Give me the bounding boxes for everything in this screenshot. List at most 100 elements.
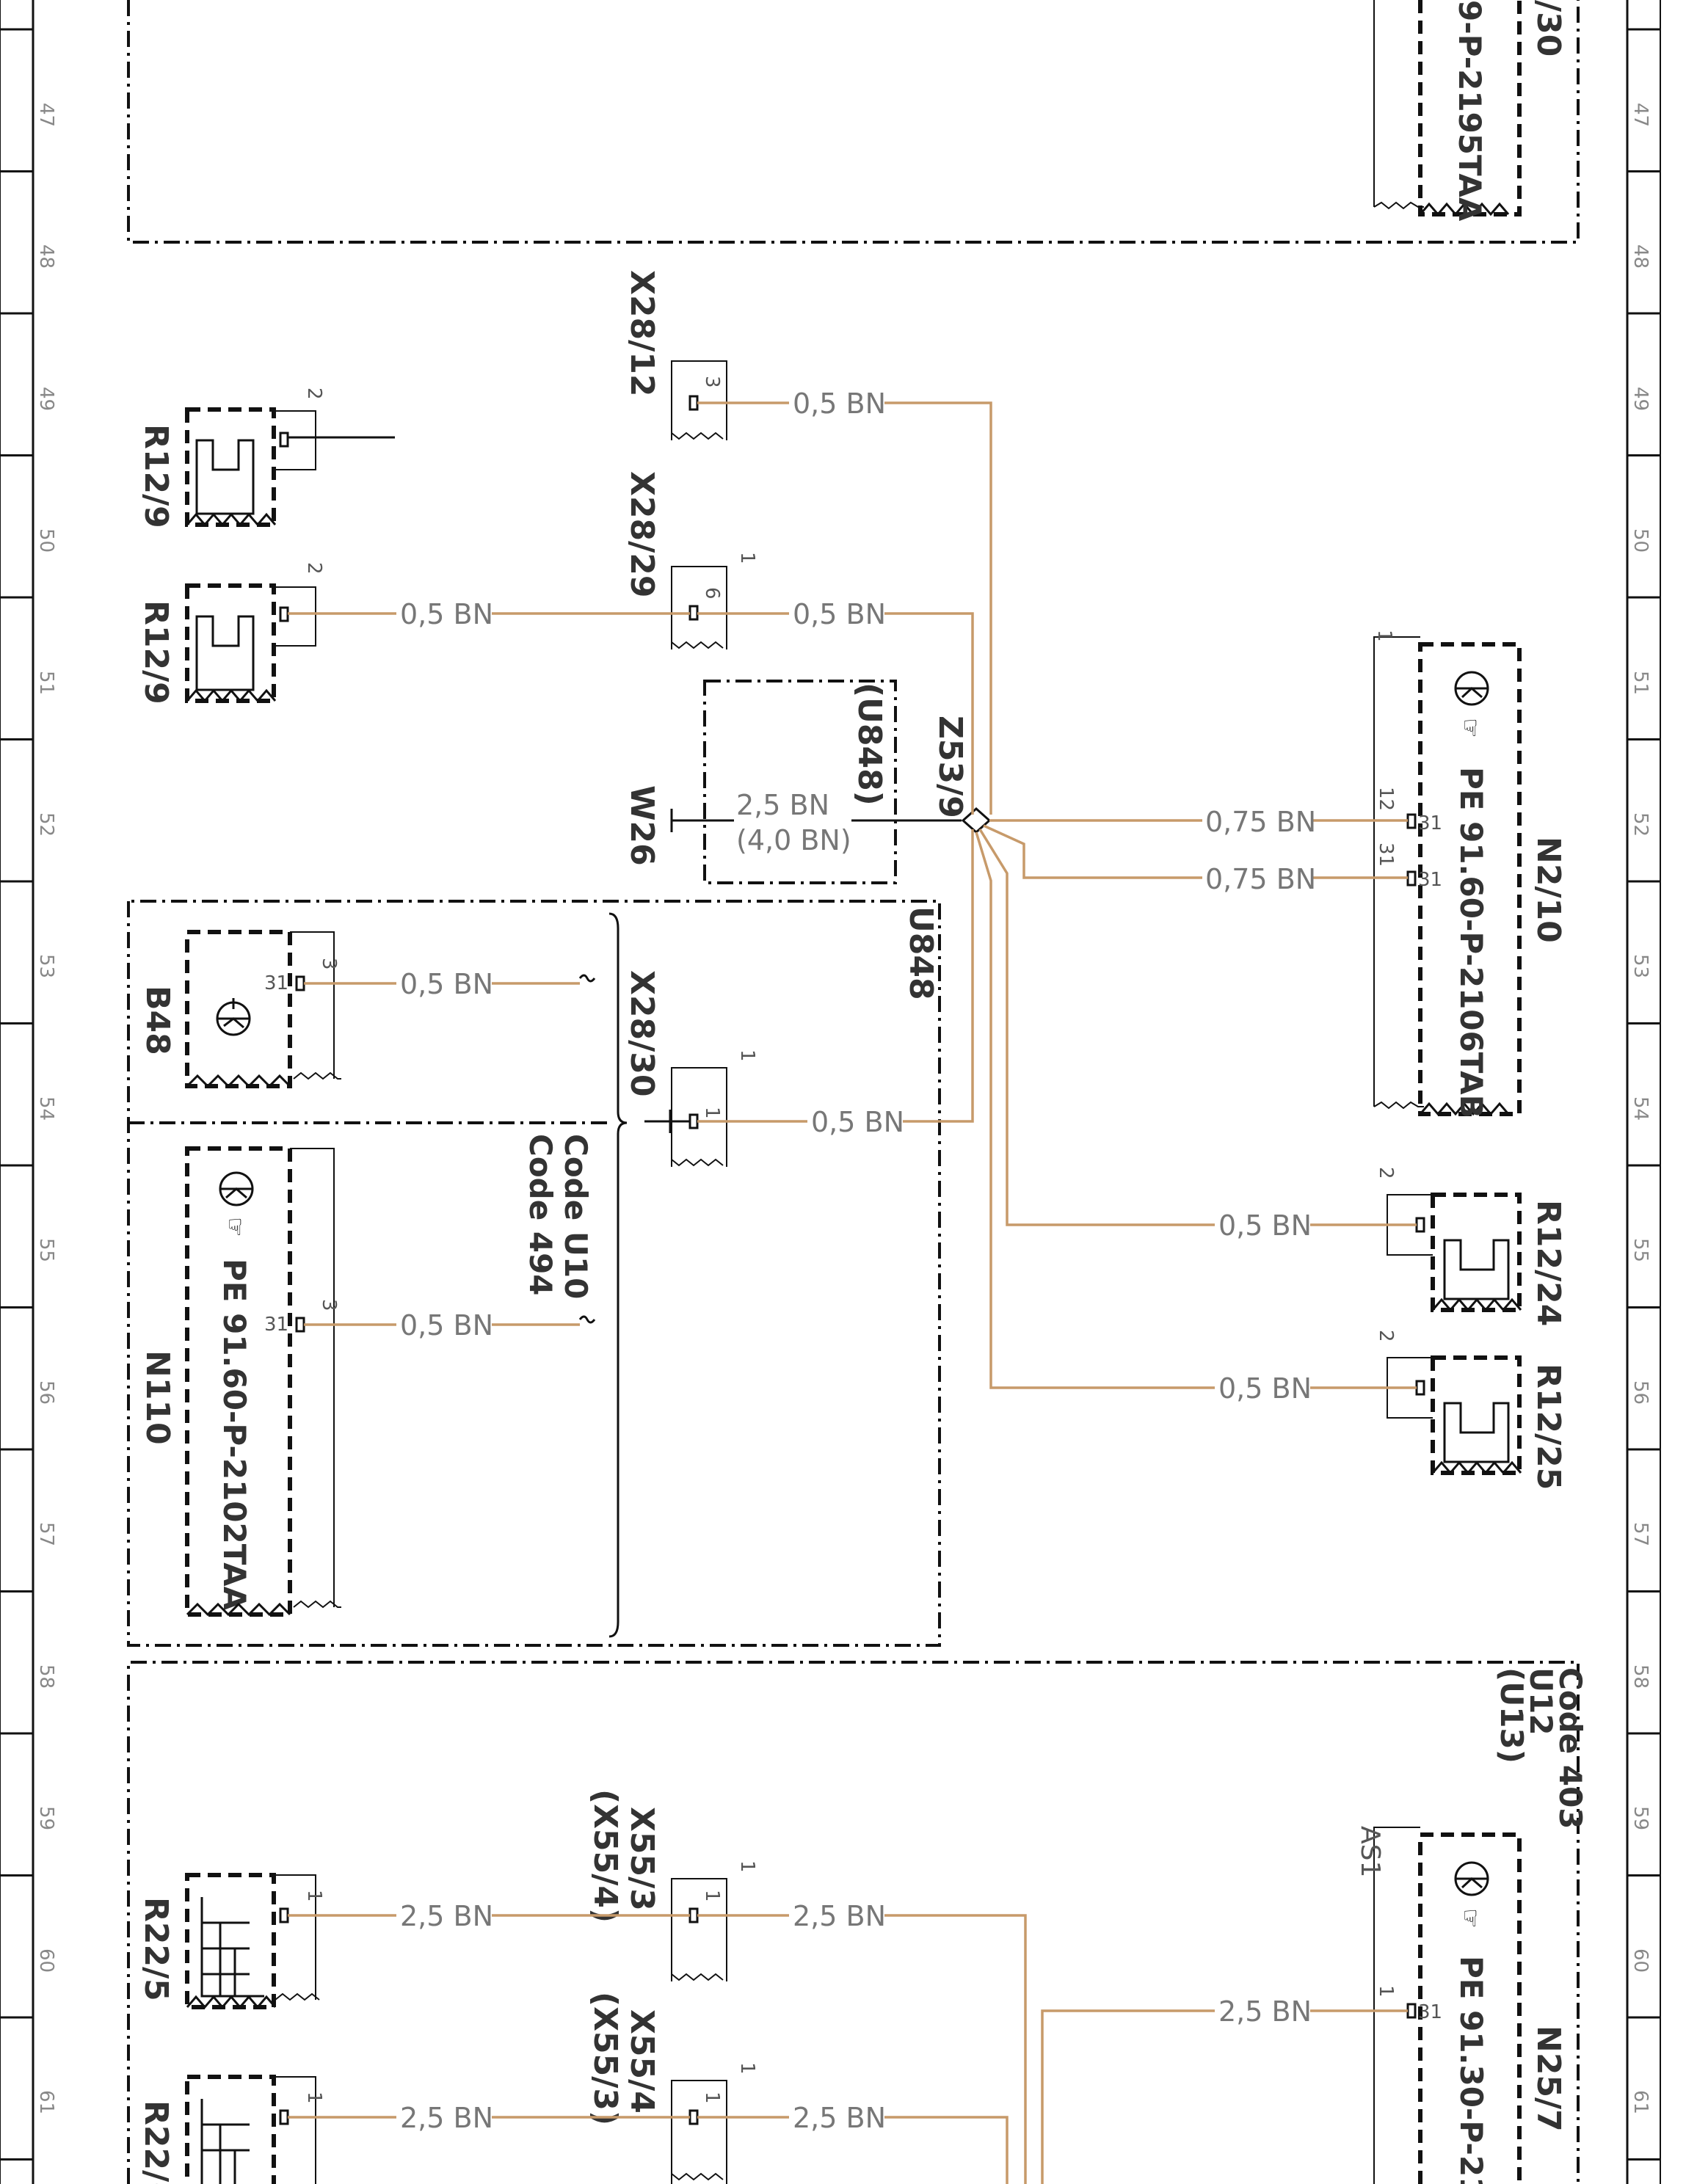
pin-label: 31	[264, 972, 288, 994]
component-label-x28-30: X28/30	[623, 970, 661, 1096]
pin-label: 1	[701, 2092, 723, 2104]
component-label-x28-29: X28/29	[623, 471, 661, 597]
connector-x28-29: 6 1 X28/29	[623, 471, 758, 649]
ruler-num: 57	[1629, 1522, 1651, 1546]
component-b48: 3 31 B48	[139, 930, 341, 1088]
wire-label: 0,5 BN	[1218, 1372, 1312, 1405]
component-n2-10: ☞ PE 91.60-P-2106TAB 1 12 31 31 31 N2/10	[1373, 630, 1567, 1118]
wire-label: 0,5 BN	[793, 387, 886, 420]
ruler-num: 58	[1629, 1664, 1651, 1689]
component-label-r22-5: R22/5	[137, 1897, 175, 2001]
pin-label: 1	[303, 1890, 325, 1902]
code-403: Code 403	[1552, 1667, 1588, 1830]
code-494: Code 494	[523, 1134, 559, 1296]
wire-label: 0,5 BN	[1218, 1209, 1312, 1242]
ruler-num: 56	[35, 1380, 57, 1405]
ruler-num: 49	[35, 387, 57, 411]
wire-label: 2,5 BN	[400, 2102, 493, 2134]
ruler-num: 47	[1629, 103, 1651, 127]
wire-label: 0,5 BN	[400, 968, 493, 1000]
wire-label: (4,0 BN)	[736, 824, 851, 856]
ruler-num: 52	[1629, 812, 1651, 837]
component-label-r12-24: R12/24	[1530, 1200, 1567, 1326]
ruler-num: 55	[1629, 1238, 1651, 1262]
pin-label: 3	[318, 958, 340, 970]
component-label-x55-3-alt: (X55/4)	[586, 1789, 624, 1923]
connector-x28-12: 3 X28/12	[623, 270, 727, 440]
pin-label: 2	[303, 387, 325, 400]
ruler-num: 55	[35, 1238, 57, 1262]
code-u10: Code U10	[558, 1134, 594, 1299]
wire-label: 0,5 BN	[793, 598, 886, 630]
pin-label: 1	[736, 1049, 758, 1062]
splice-z53-9: Z53/9	[931, 716, 992, 834]
pin-label: 2	[1375, 1167, 1397, 1179]
ruler-num: 57	[35, 1522, 57, 1546]
connector-x55-3: 1 1 X55/3 (X55/4)	[586, 1789, 758, 1981]
hand-icon: ☞	[220, 1217, 250, 1237]
component-label-n110: N110	[139, 1350, 176, 1445]
wire-label: 0,75 BN	[1205, 806, 1316, 838]
wire-label: 0,75 BN	[1205, 863, 1316, 895]
component-label-x28-12: X28/12	[623, 270, 661, 396]
ruler-num: 51	[35, 671, 57, 695]
pin-label: 31	[1375, 842, 1397, 867]
ruler-num: 58	[35, 1664, 57, 1689]
ruler-num: 53	[1629, 954, 1651, 978]
pin-label: 2	[1375, 1330, 1397, 1342]
pin-label: 1	[736, 552, 758, 564]
ruler-num: 51	[1629, 671, 1651, 695]
pin-label: 1	[736, 2062, 758, 2075]
pin-label: 12	[1375, 787, 1397, 811]
component-r12-25: 2 R12/25	[1375, 1330, 1567, 1490]
u848-optional-box: (U848) W26 2,5 BN (4,0 BN)	[623, 680, 962, 884]
ruler-num: 59	[35, 1806, 57, 1830]
pin-label: 1	[303, 2092, 325, 2104]
ruler-num: 52	[35, 812, 57, 837]
pin-label: 3	[701, 376, 723, 388]
ruler-labels-left: 47 48 49 50 51 52 53 54 55 56 57 58 59 6…	[35, 103, 57, 2114]
component-label-n2-10: N2/10	[1530, 837, 1567, 943]
wire-label: 2,5 BN	[400, 1900, 493, 1932]
pin-label: 2	[303, 562, 325, 575]
component-r12-24: 2 R12/24	[1375, 1167, 1567, 1326]
pin-label: 1	[701, 1107, 723, 1119]
connector-x55-4: 1 1 X55/4 (X55/3)	[586, 1992, 758, 2184]
component-label-x55-3: X55/3	[623, 1807, 661, 1911]
component-n110: ☞ PE 91.60-P-2102TAA 3 31 N110	[139, 1146, 341, 1617]
ruler-num: 47	[35, 103, 57, 127]
component-n25-7: ☞ PE 91.30-P-21 1 31 AS1 N25/7	[1355, 1826, 1567, 2184]
ruler-num: 60	[35, 1948, 57, 1973]
ruler-labels-right: 47 48 49 50 51 52 53 54 55 56 57 58 59 6…	[1629, 103, 1651, 2114]
ruler-num: 60	[1629, 1948, 1651, 1973]
component-label-n25-7: N25/7	[1530, 2025, 1567, 2132]
doc-ref-n110: PE 91.60-P-2102TAA	[217, 1259, 252, 1611]
component-r22-5: 1 R22/5	[137, 1873, 325, 2009]
right-ruler	[1626, 0, 1661, 2184]
component-label-b48: B48	[139, 986, 176, 1055]
component-label-x55-4: X55/4	[623, 2009, 661, 2114]
pin-label: 31	[1418, 869, 1442, 891]
wire-label: 2,5 BN	[793, 2102, 886, 2134]
ruler-num: 53	[35, 954, 57, 978]
wire-label: 0,5 BN	[811, 1106, 904, 1138]
bottom-region: Code 403 U12 (U13)	[127, 1661, 1588, 2184]
hand-icon: ☞	[1456, 718, 1485, 738]
pin-label: 31	[1418, 812, 1442, 834]
code-u12: U12	[1523, 1667, 1559, 1736]
ruler-num: 48	[1629, 244, 1651, 269]
ruler-num: 61	[1629, 2090, 1651, 2114]
pin-label-as1: AS1	[1355, 1826, 1385, 1877]
ruler-num: 49	[1629, 387, 1651, 411]
top-region: 9-P-2195TAA /30	[127, 0, 1580, 244]
hand-icon: ☞	[1456, 1908, 1485, 1928]
ruler-ticks	[0, 28, 1660, 2161]
component-label-r22-6: R22/6	[137, 2100, 175, 2184]
wire-label: 0,5 BN	[400, 1309, 493, 1342]
component-label-r12-9: R12/9	[137, 600, 175, 705]
ruler-num: 61	[35, 2090, 57, 2114]
ruler-num: 59	[1629, 1806, 1651, 1830]
wire-label: 2,5 BN	[736, 789, 829, 821]
component-label-u848-optional: (U848)	[851, 682, 888, 806]
